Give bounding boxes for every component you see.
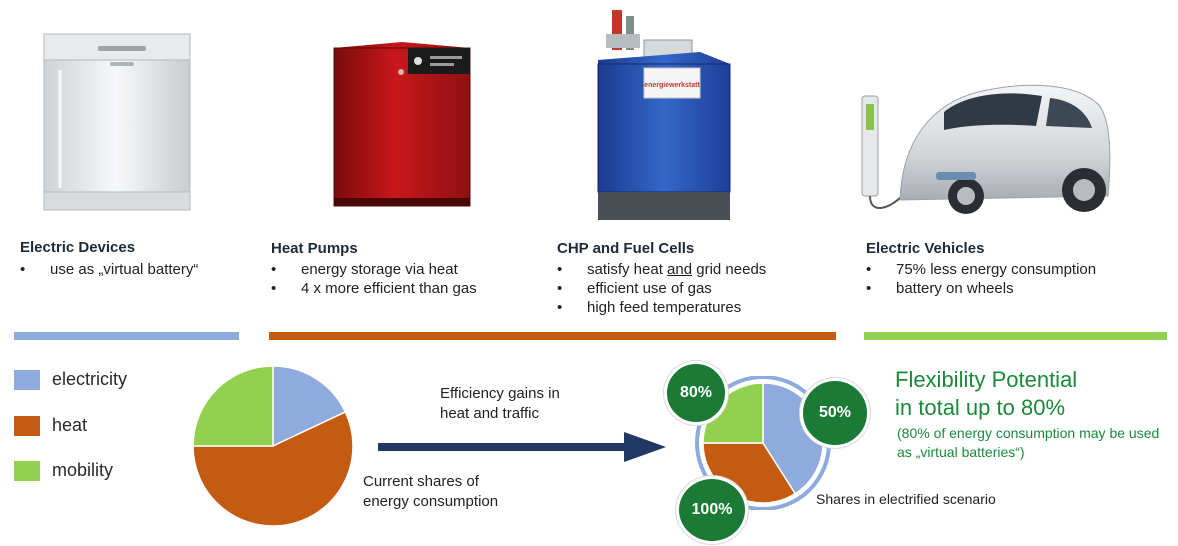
pie-slice-heat: [192, 410, 354, 527]
legend-swatch-heat: [14, 416, 40, 436]
electric-devices-title: Electric Devices: [20, 239, 136, 256]
legend-label: mobility: [52, 460, 114, 480]
current-shares-caption: Current shares of energy consumption: [363, 472, 498, 512]
heat-pumps-title: Heat Pumps: [271, 240, 358, 257]
arrow-caption-line: Efficiency gains in: [440, 385, 560, 402]
arrow-shaft: [378, 443, 628, 451]
product-illustrations: energiewerkstatt: [43, 10, 1111, 220]
badge-mobility: 80%: [664, 361, 728, 425]
chp-bullet: satisfy heat and grid needs: [557, 260, 766, 279]
arrow-caption-line: heat and traffic: [440, 405, 539, 422]
chp-bullet: high feed temperatures: [557, 298, 766, 317]
heat-pumps-bullet: 4 x more efficient than gas: [271, 279, 477, 298]
heat-bar: [269, 332, 836, 340]
electricity-bar: [14, 332, 239, 340]
current-caption-line: Current shares of: [363, 473, 479, 490]
badge-electricity: 50%: [800, 378, 870, 448]
heat-pumps-bullets: energy storage via heat 4 x more efficie…: [271, 260, 477, 298]
heat-pumps-bullet: energy storage via heat: [271, 260, 477, 279]
scenario-caption: Shares in electrified scenario: [816, 491, 996, 507]
badge-heat: 100%: [676, 476, 748, 544]
pie-slice-mobility: [192, 365, 274, 447]
electrified-scenario-pie-chart: [695, 376, 831, 510]
mobility-bar: [864, 332, 1167, 340]
current-shares-pie-chart: [192, 365, 354, 527]
legend-swatch-electricity: [14, 370, 40, 390]
chp-bullet: efficient use of gas: [557, 279, 766, 298]
efficiency-arrow: [378, 432, 666, 462]
electric-vehicles-title: Electric Vehicles: [866, 240, 985, 257]
arrow-caption: Efficiency gains in heat and traffic: [440, 384, 560, 424]
electric-vehicles-bullet: 75% less energy consumption: [866, 260, 1096, 279]
dishwasher-illustration: [43, 33, 191, 211]
legend-label: electricity: [52, 369, 128, 389]
flexibility-title-line: Flexibility Potential: [895, 367, 1078, 392]
chp-logo-text: energiewerkstatt: [644, 82, 700, 89]
electric-car-illustration: [861, 84, 1111, 214]
legend-label: heat: [52, 415, 88, 435]
legend-swatch-mobility: [14, 461, 40, 481]
electric-vehicles-bullets: 75% less energy consumption battery on w…: [866, 260, 1096, 298]
chp-fuel-cells-bullets: satisfy heat and grid needs efficient us…: [557, 260, 766, 317]
flexibility-note: (80% of energy consumption may be used a…: [897, 425, 1160, 460]
pie-slice-electricity: [272, 365, 347, 448]
heat-pump-illustration: [333, 42, 471, 207]
chp-fuel-cells-title: CHP and Fuel Cells: [557, 240, 695, 257]
electric-devices-bullet: use as „virtual battery“: [20, 260, 198, 279]
current-caption-line: energy consumption: [363, 493, 499, 510]
electric-devices-bullets: use as „virtual battery“: [20, 260, 198, 279]
arrow-head: [624, 432, 666, 462]
flexibility-title-line: in total up to 80%: [895, 395, 1066, 420]
flexibility-title: Flexibility Potential in total up to 80%: [895, 366, 1077, 422]
chp-unit-illustration: energiewerkstatt: [597, 10, 731, 220]
electric-vehicles-bullet: battery on wheels: [866, 279, 1096, 298]
